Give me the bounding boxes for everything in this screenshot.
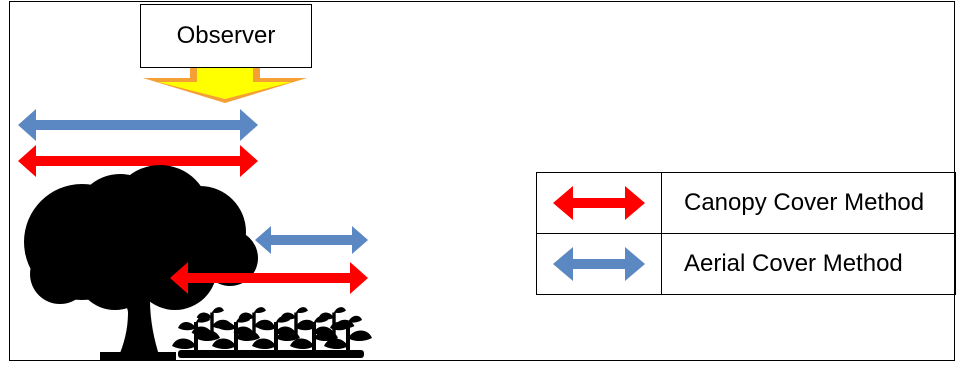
canopy-arrow-shrubs	[170, 262, 368, 294]
legend: Canopy Cover Method Aerial Cover Method	[536, 172, 956, 295]
observer-arrow-fill	[158, 68, 292, 99]
legend-label-aerial: Aerial Cover Method	[661, 233, 956, 295]
aerial-arrow-shrubs	[255, 226, 368, 254]
observer-box: Observer	[140, 4, 312, 68]
blue-double-arrow-icon	[553, 247, 645, 281]
legend-row-aerial: Aerial Cover Method	[536, 233, 956, 295]
observer-down-arrow	[143, 66, 307, 103]
red-double-arrow-icon	[553, 186, 645, 220]
aerial-arrow-tree	[18, 109, 258, 141]
legend-swatch-canopy	[536, 172, 662, 234]
tree-silhouette	[24, 165, 258, 360]
observer-label: Observer	[176, 22, 276, 49]
legend-label-canopy: Canopy Cover Method	[661, 172, 956, 234]
shrub-silhouettes	[172, 307, 372, 358]
legend-swatch-aerial	[536, 233, 662, 295]
canopy-arrow-tree	[18, 145, 258, 177]
legend-row-canopy: Canopy Cover Method	[536, 172, 956, 234]
